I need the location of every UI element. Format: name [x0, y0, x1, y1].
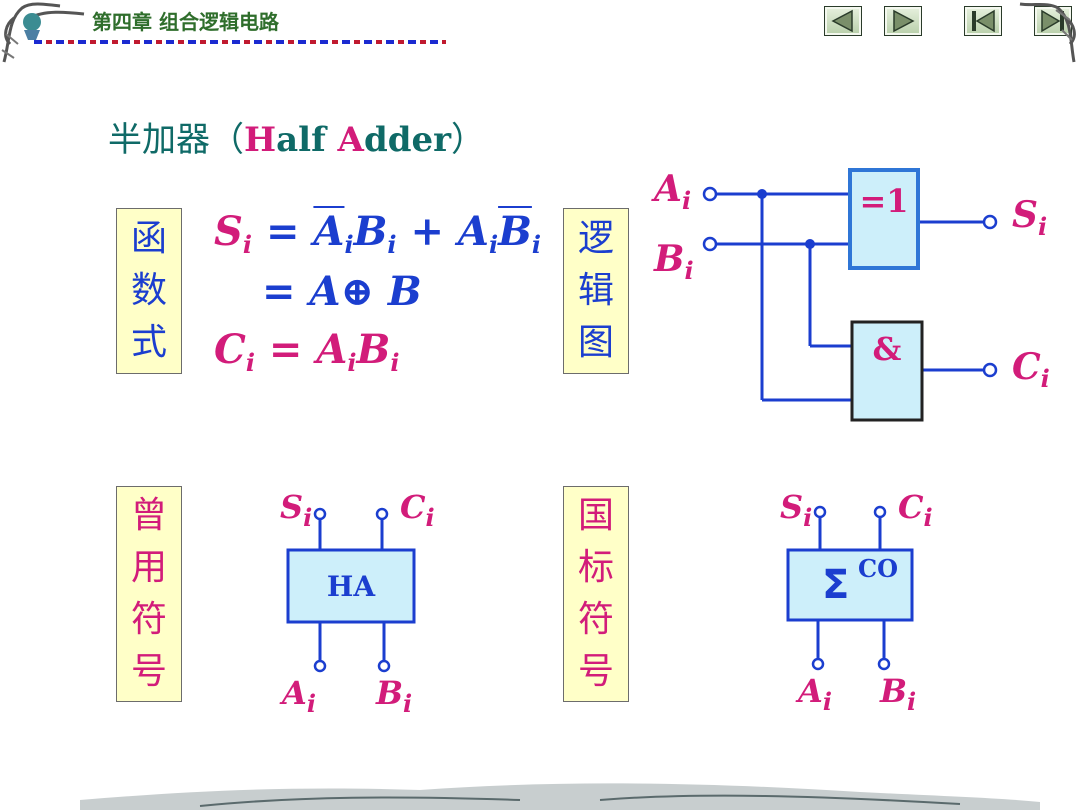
co-label: CO [858, 554, 899, 583]
equation-xor: = A⊕ B [262, 268, 422, 315]
ha-c-label: Ci [400, 488, 435, 532]
std-s-label: Si [780, 488, 813, 532]
junction-dot [757, 189, 767, 199]
ha-block [286, 548, 416, 624]
terminal-c [982, 362, 998, 378]
label-old-symbol: 曾用符号 [116, 486, 182, 702]
std-c-label: Ci [898, 488, 933, 532]
std-a-label: Ai [798, 672, 832, 716]
logic-input-b: Bi [654, 238, 694, 285]
skip-to-end-icon [1041, 9, 1064, 33]
title-a: A [337, 120, 364, 160]
equation-sum: Si = AiBi + AiBi [214, 208, 542, 259]
label-standard-symbol: 国标符号 [563, 486, 629, 702]
ha-label: HA [326, 570, 376, 603]
equation-carry: Ci = AiBi [214, 326, 400, 377]
label-function: 函数式 [116, 208, 182, 374]
ha-s-label: Si [280, 488, 313, 532]
logic-output-c: Ci [1012, 346, 1050, 393]
title-cn: 半加器（ [108, 120, 244, 160]
triangle-right-icon [893, 9, 915, 33]
corner-ornament [1, 2, 85, 63]
logic-output-s: Si [1012, 194, 1048, 241]
triangle-left-icon [831, 9, 853, 33]
title-close: ） [451, 120, 486, 160]
ha-b-label: Bi [376, 674, 413, 718]
std-b-label: Bi [880, 672, 917, 716]
title-h: H [244, 120, 277, 160]
header-divider [34, 40, 446, 44]
xor-gate [848, 168, 920, 270]
next-slide-button[interactable] [884, 6, 922, 36]
std-block [786, 548, 914, 622]
ha-a-label: Ai [282, 674, 316, 718]
logic-input-a: Ai [654, 168, 692, 215]
terminal-b [702, 236, 718, 252]
and-gate [850, 320, 924, 422]
slide-title: 半加器（Half Adder） [108, 112, 485, 161]
terminal-a [702, 186, 718, 202]
label-logic-diagram: 逻辑图 [563, 208, 629, 374]
title-dder: dder [363, 120, 452, 160]
junction-dot [805, 239, 815, 249]
chapter-title: 第四章 组合逻辑电路 [92, 10, 279, 34]
first-slide-button[interactable] [964, 6, 1002, 36]
previous-slide-button[interactable] [824, 6, 862, 36]
footer-ornament [80, 783, 1040, 810]
and-gate-label: & [872, 330, 902, 368]
sigma-label: Σ [822, 562, 850, 608]
terminal-s [982, 214, 998, 230]
xor-gate-label: =1 [859, 182, 909, 220]
title-alf: alf [276, 120, 338, 160]
corner-ornament-right [1019, 2, 1076, 63]
skip-to-start-icon [972, 9, 995, 33]
